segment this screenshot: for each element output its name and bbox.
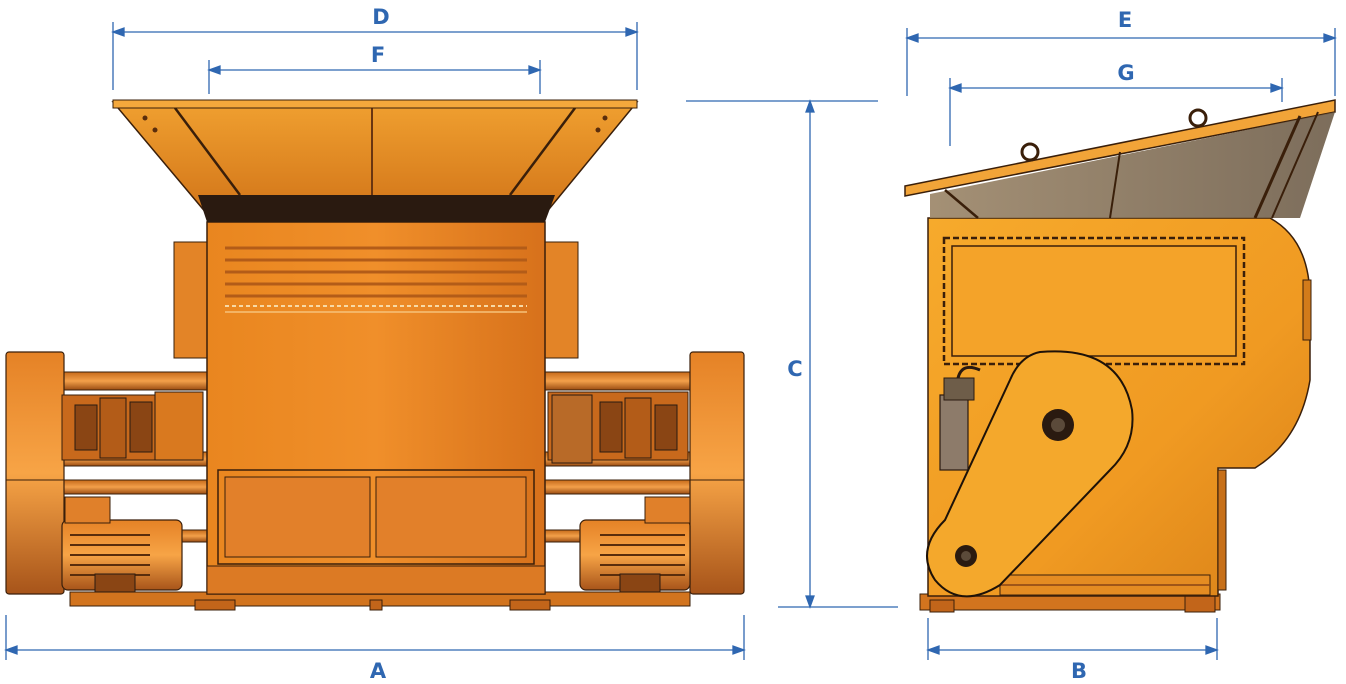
dimension-label-b: B bbox=[1071, 659, 1087, 683]
dimension-labels: D F A C E G B bbox=[370, 5, 1135, 683]
dimension-lines bbox=[4, 22, 1337, 660]
front-view bbox=[5, 99, 745, 611]
dimension-label-d: D bbox=[372, 5, 389, 29]
dimension-label-f: F bbox=[371, 43, 385, 67]
dimension-label-c: C bbox=[787, 357, 802, 381]
dimension-label-e: E bbox=[1118, 8, 1132, 32]
side-view bbox=[904, 99, 1336, 613]
dimension-label-a: A bbox=[370, 659, 387, 683]
dimension-label-g: G bbox=[1117, 61, 1134, 85]
